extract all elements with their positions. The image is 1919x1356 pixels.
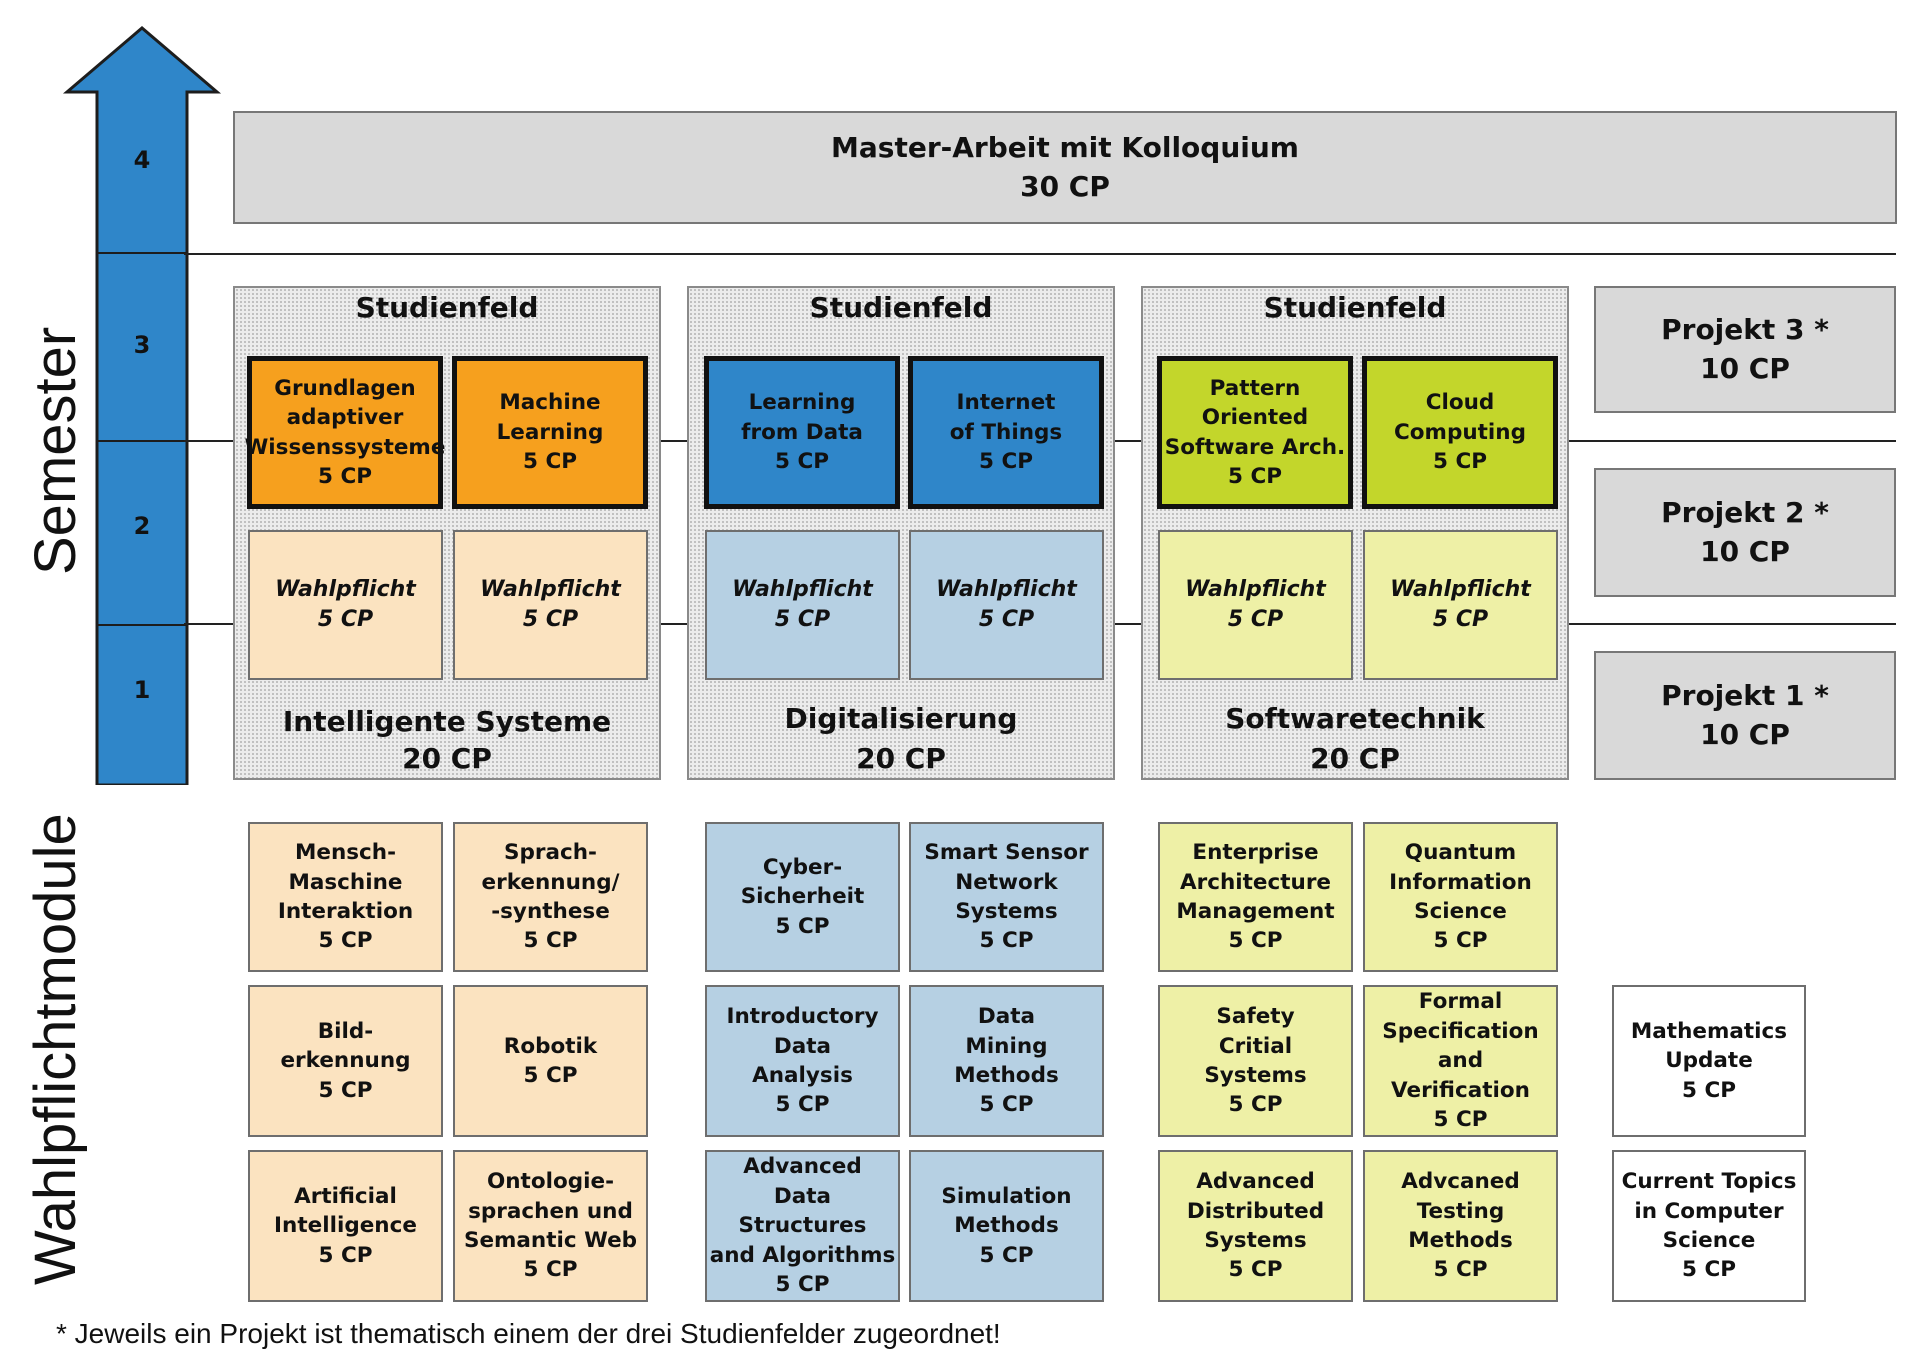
project-1-box: Projekt 1 * 10 CP — [1594, 651, 1896, 780]
elective-module: Ontologie- sprachen und Semantic Web 5 C… — [453, 1150, 648, 1302]
elective-module: Enterprise Architecture Management 5 CP — [1158, 822, 1353, 972]
elective-module: Artificial Intelligence 5 CP — [248, 1150, 443, 1302]
studienfeld-cp: 20 CP — [1310, 742, 1400, 775]
required-module: Pattern Oriented Software Arch. 5 CP — [1157, 356, 1353, 509]
wahlpflicht-slot: Wahlpflicht 5 CP — [1363, 530, 1558, 680]
wahlpflicht-slot: Wahlpflicht 5 CP — [909, 530, 1104, 680]
elective-module: Safety Critial Systems 5 CP — [1158, 985, 1353, 1137]
elective-module: Mensch- Maschine Interaktion 5 CP — [248, 822, 443, 972]
studienfeld-header: Studienfeld — [809, 291, 993, 324]
semester-1-label: 1 — [133, 676, 151, 704]
semester-3-label: 3 — [133, 331, 151, 359]
wahlpflicht-slot: Wahlpflicht 5 CP — [453, 530, 648, 680]
elective-module: Data Mining Methods 5 CP — [909, 985, 1104, 1137]
studienfeld-name: Softwaretechnik — [1225, 702, 1485, 735]
elective-module: Advanced Distributed Systems 5 CP — [1158, 1150, 1353, 1302]
required-module: Grundlagen adaptiver Wissenssysteme 5 CP — [245, 356, 445, 509]
required-module: Cloud Computing 5 CP — [1362, 356, 1558, 509]
wahlpflicht-slot: Wahlpflicht 5 CP — [705, 530, 900, 680]
master-thesis-cp: 30 CP — [1020, 169, 1110, 203]
elective-module: Cyber- Sicherheit 5 CP — [705, 822, 900, 972]
studienfeld-header: Studienfeld — [1263, 291, 1447, 324]
studienfeld-cp: 20 CP — [402, 742, 492, 775]
required-module: Machine Learning 5 CP — [452, 356, 648, 509]
master-thesis-box: Master-Arbeit mit Kolloquium 30 CP — [233, 111, 1897, 224]
elective-module: Simulation Methods 5 CP — [909, 1150, 1104, 1302]
elective-module: Smart Sensor Network Systems 5 CP — [909, 822, 1104, 972]
elective-module: Formal Specification and Verification 5 … — [1363, 985, 1558, 1137]
elective-module: Quantum Information Science 5 CP — [1363, 822, 1558, 972]
semester-arrow — [62, 26, 222, 785]
elective-module: Sprach- erkennung/ -synthese 5 CP — [453, 822, 648, 972]
master-thesis-title: Master-Arbeit mit Kolloquium — [831, 131, 1299, 165]
elective-module: Introductory Data Analysis 5 CP — [705, 985, 900, 1137]
semester-axis-title: Semester — [23, 326, 88, 575]
semester-4-label: 4 — [133, 146, 151, 174]
elective-module: Advcaned Testing Methods 5 CP — [1363, 1150, 1558, 1302]
elective-module-general: Current Topics in Computer Science 5 CP — [1612, 1150, 1806, 1302]
elective-module-general: Mathematics Update 5 CP — [1612, 985, 1806, 1137]
studienfeld-header: Studienfeld — [355, 291, 539, 324]
elective-module: Bild- erkennung 5 CP — [248, 985, 443, 1137]
project-3-box: Projekt 3 * 10 CP — [1594, 286, 1896, 413]
semester-2-label: 2 — [133, 512, 151, 540]
elective-module: Robotik 5 CP — [453, 985, 648, 1137]
footnote: * Jeweils ein Projekt ist thematisch ein… — [56, 1318, 1001, 1349]
required-module: Learning from Data 5 CP — [704, 356, 900, 509]
project-2-box: Projekt 2 * 10 CP — [1594, 468, 1896, 597]
studienfeld-name: Intelligente Systeme — [282, 705, 612, 738]
studienfeld-name: Digitalisierung — [784, 702, 1018, 735]
required-module: Internet of Things 5 CP — [908, 356, 1104, 509]
elective-module: Advanced Data Structures and Algorithms … — [705, 1150, 900, 1302]
wahlpflicht-slot: Wahlpflicht 5 CP — [248, 530, 443, 680]
wahlpflicht-axis-title: Wahlpflichtmodule — [23, 813, 88, 1285]
semester-divider-3-4 — [184, 253, 1896, 255]
studienfeld-cp: 20 CP — [856, 742, 946, 775]
wahlpflicht-slot: Wahlpflicht 5 CP — [1158, 530, 1353, 680]
